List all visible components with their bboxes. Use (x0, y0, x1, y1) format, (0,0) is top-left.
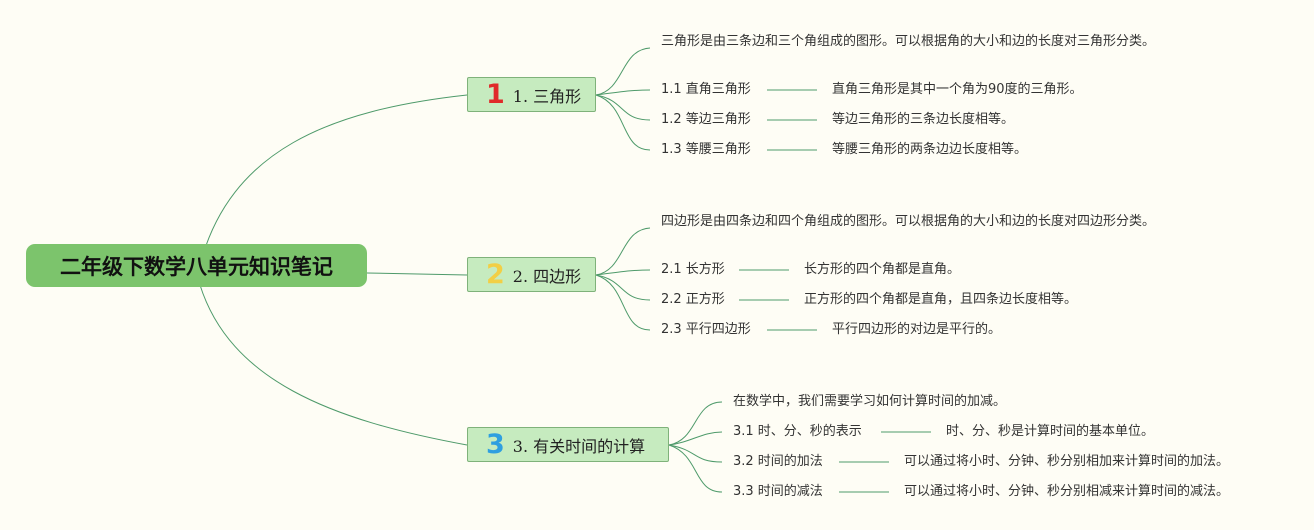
subtopic-2-3-note: 平行四边形的对边是平行的。 (832, 322, 1002, 337)
subtopic-2-1-note: 长方形的四个角都是直角。 (804, 262, 961, 277)
branch-3-time-calculation[interactable]: 3 3. 有关时间的计算 (467, 427, 669, 462)
subtopic-2-3[interactable]: 2.3 平行四边形 (661, 320, 751, 340)
subtopic-3-2-note: 可以通过将小时、分钟、秒分别相加来计算时间的加法。 (904, 454, 1230, 469)
subtopic-label: 1.1 直角三角形 (661, 82, 751, 97)
subtopic-label: 2.3 平行四边形 (661, 322, 751, 337)
branch-3-description: 在数学中，我们需要学习如何计算时间的加减。 (733, 394, 1007, 409)
branch-2-description: 四边形是由四条边和四个角组成的图形。可以根据角的大小和边的长度对四边形分类。 (661, 214, 1156, 229)
subtopic-label: 1.2 等边三角形 (661, 112, 751, 127)
subtopic-label: 3.3 时间的减法 (733, 484, 823, 499)
subtopic-3-1[interactable]: 3.1 时、分、秒的表示 (733, 422, 862, 442)
subtopic-1-1[interactable]: 1.1 直角三角形 (661, 80, 751, 100)
subtopic-label: 2.2 正方形 (661, 292, 725, 307)
subtopic-1-2[interactable]: 1.2 等边三角形 (661, 110, 751, 130)
subtopic-label: 3.2 时间的加法 (733, 454, 823, 469)
subtopic-3-1-note: 时、分、秒是计算时间的基本单位。 (946, 424, 1155, 439)
subtopic-1-1-note: 直角三角形是其中一个角为90度的三角形。 (832, 82, 1083, 97)
subtopic-label: 2.1 长方形 (661, 262, 725, 277)
branch-1-triangle[interactable]: 1 1. 三角形 (467, 77, 596, 112)
subtopic-2-2[interactable]: 2.2 正方形 (661, 290, 725, 310)
subtopic-1-2-note: 等边三角形的三条边长度相等。 (832, 112, 1015, 127)
branch-2-label: 2. 四边形 (512, 266, 582, 286)
number-2-icon: 2 (486, 258, 505, 290)
subtopic-1-3-note: 等腰三角形的两条边边长度相等。 (832, 142, 1028, 157)
root-topic[interactable]: 二年级下数学八单元知识笔记 (26, 244, 367, 287)
subtopic-3-3[interactable]: 3.3 时间的减法 (733, 482, 823, 502)
subtopic-3-3-note: 可以通过将小时、分钟、秒分别相减来计算时间的减法。 (904, 484, 1230, 499)
subtopic-3-2[interactable]: 3.2 时间的加法 (733, 452, 823, 472)
branch-3-label: 3. 有关时间的计算 (512, 436, 646, 456)
branch-1-description: 三角形是由三条边和三个角组成的图形。可以根据角的大小和边的长度对三角形分类。 (661, 34, 1156, 49)
branch-2-quadrilateral[interactable]: 2 2. 四边形 (467, 257, 596, 292)
branch-1-label: 1. 三角形 (512, 86, 582, 106)
number-3-icon: 3 (486, 428, 505, 460)
number-1-icon: 1 (486, 78, 505, 110)
root-title: 二年级下数学八单元知识笔记 (60, 254, 333, 279)
subtopic-label: 1.3 等腰三角形 (661, 142, 751, 157)
subtopic-2-2-note: 正方形的四个角都是直角，且四条边长度相等。 (804, 292, 1078, 307)
subtopic-1-3[interactable]: 1.3 等腰三角形 (661, 140, 751, 160)
subtopic-2-1[interactable]: 2.1 长方形 (661, 260, 725, 280)
subtopic-label: 3.1 时、分、秒的表示 (733, 424, 862, 439)
